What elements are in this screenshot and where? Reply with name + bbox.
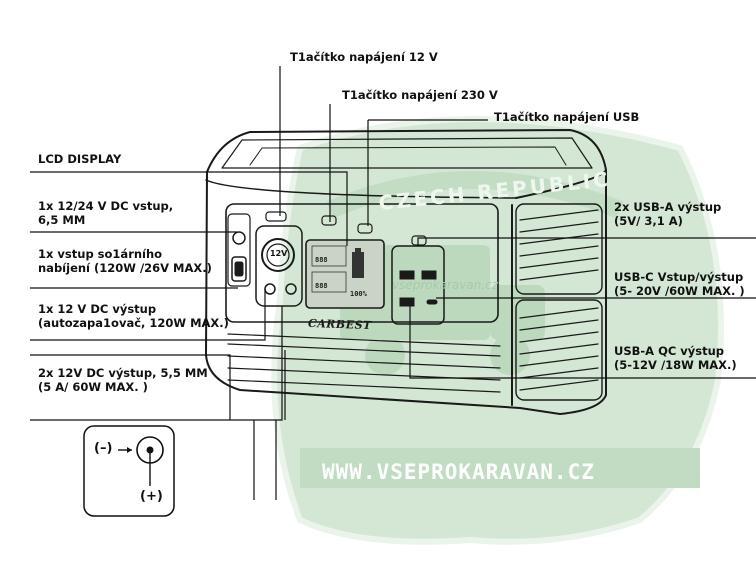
label-dc-out-line1: 2x 12V DC výstup, 5,5 MM: [38, 366, 208, 380]
usb-a-port-1: [399, 270, 415, 280]
svg-text:888: 888: [315, 282, 328, 290]
label-dc-input-line2: 6,5 MM: [38, 213, 86, 227]
svg-text:100%: 100%: [350, 290, 368, 298]
label-dc-input-line1: 1x 12/24 V DC vstup,: [38, 199, 174, 213]
label-usbqc-line1: USB-A QC výstup: [614, 344, 725, 358]
label-usbc-line2: (5- 20V /60W MAX. ): [614, 284, 745, 298]
polarity-negative: (–): [94, 441, 113, 456]
label-button-230v: T1ačítko napájení 230 V: [342, 88, 498, 102]
lcd-display: 100% 888 888: [305, 215, 385, 309]
label-lcd-display: LCD DISPLAY: [38, 152, 122, 166]
label-solar-input: 1x vstup so1árního nabíjení (120W /26V M…: [38, 247, 212, 275]
solar-input-port: [231, 256, 247, 282]
label-usb-qc: USB-A QC výstup (5-12V /18W MAX.): [614, 344, 737, 372]
usb-qc-port: [399, 297, 415, 307]
label-usba-line1: 2x USB-A výstup: [614, 200, 722, 214]
label-button-12v: T1ačítko napájení 12 V: [290, 50, 438, 64]
label-button-usb: T1ačítko napájení USB: [494, 110, 640, 124]
polarity-positive: (+): [140, 489, 163, 504]
label-usbc-line1: USB-C Vstup/výstup: [614, 270, 744, 284]
svg-text:888: 888: [315, 256, 328, 264]
dc-output-panel: [255, 211, 303, 307]
shield-arc: [326, 171, 624, 219]
input-panel: [227, 213, 251, 287]
label-usba-line2: (5V/ 3,1 A): [614, 214, 683, 228]
watermark-site: WWW.VSEPROKARAVAN.CZ: [322, 460, 595, 484]
socket-label: 12V: [270, 249, 288, 258]
label-dc-input: 1x 12/24 V DC vstup, 6,5 MM: [38, 199, 173, 227]
label-usb-a: 2x USB-A výstup (5V/ 3,1 A): [614, 200, 721, 228]
callout-lines: [30, 66, 756, 500]
label-dc-output: 2x 12V DC výstup, 5,5 MM (5 A/ 60W MAX. …: [38, 366, 208, 394]
label-usbqc-line2: (5-12V /18W MAX.): [614, 358, 737, 372]
watermark-bottom-band: [300, 448, 700, 488]
dc-input-port: [232, 231, 246, 245]
label-car-output: 1x 12 V DC výstup (autozapa1ovač, 120W M…: [38, 302, 229, 330]
watermark-small: vseprokaravan.cz: [392, 278, 498, 292]
label-car-out-line1: 1x 12 V DC výstup: [38, 302, 157, 316]
usb-a-port-2: [421, 270, 437, 280]
label-solar-line2: nabíjení (120W /26V MAX.): [38, 261, 212, 275]
label-dc-out-line2: (5 A/ 60W MAX. ): [38, 380, 148, 394]
device-brand: CARBEST: [307, 316, 372, 333]
label-usb-c: USB-C Vstup/výstup (5- 20V /60W MAX. ): [614, 270, 745, 298]
car-socket: [261, 238, 295, 272]
watermark-shield: [271, 116, 724, 545]
label-solar-line1: 1x vstup so1árního: [38, 247, 163, 261]
dc-output-port-left: [264, 283, 276, 295]
label-car-out-line2: (autozapa1ovač, 120W MAX.): [38, 316, 229, 330]
dc-output-port-right: [285, 283, 297, 295]
usb-c-port: [426, 299, 438, 305]
polarity-box: [83, 425, 175, 517]
